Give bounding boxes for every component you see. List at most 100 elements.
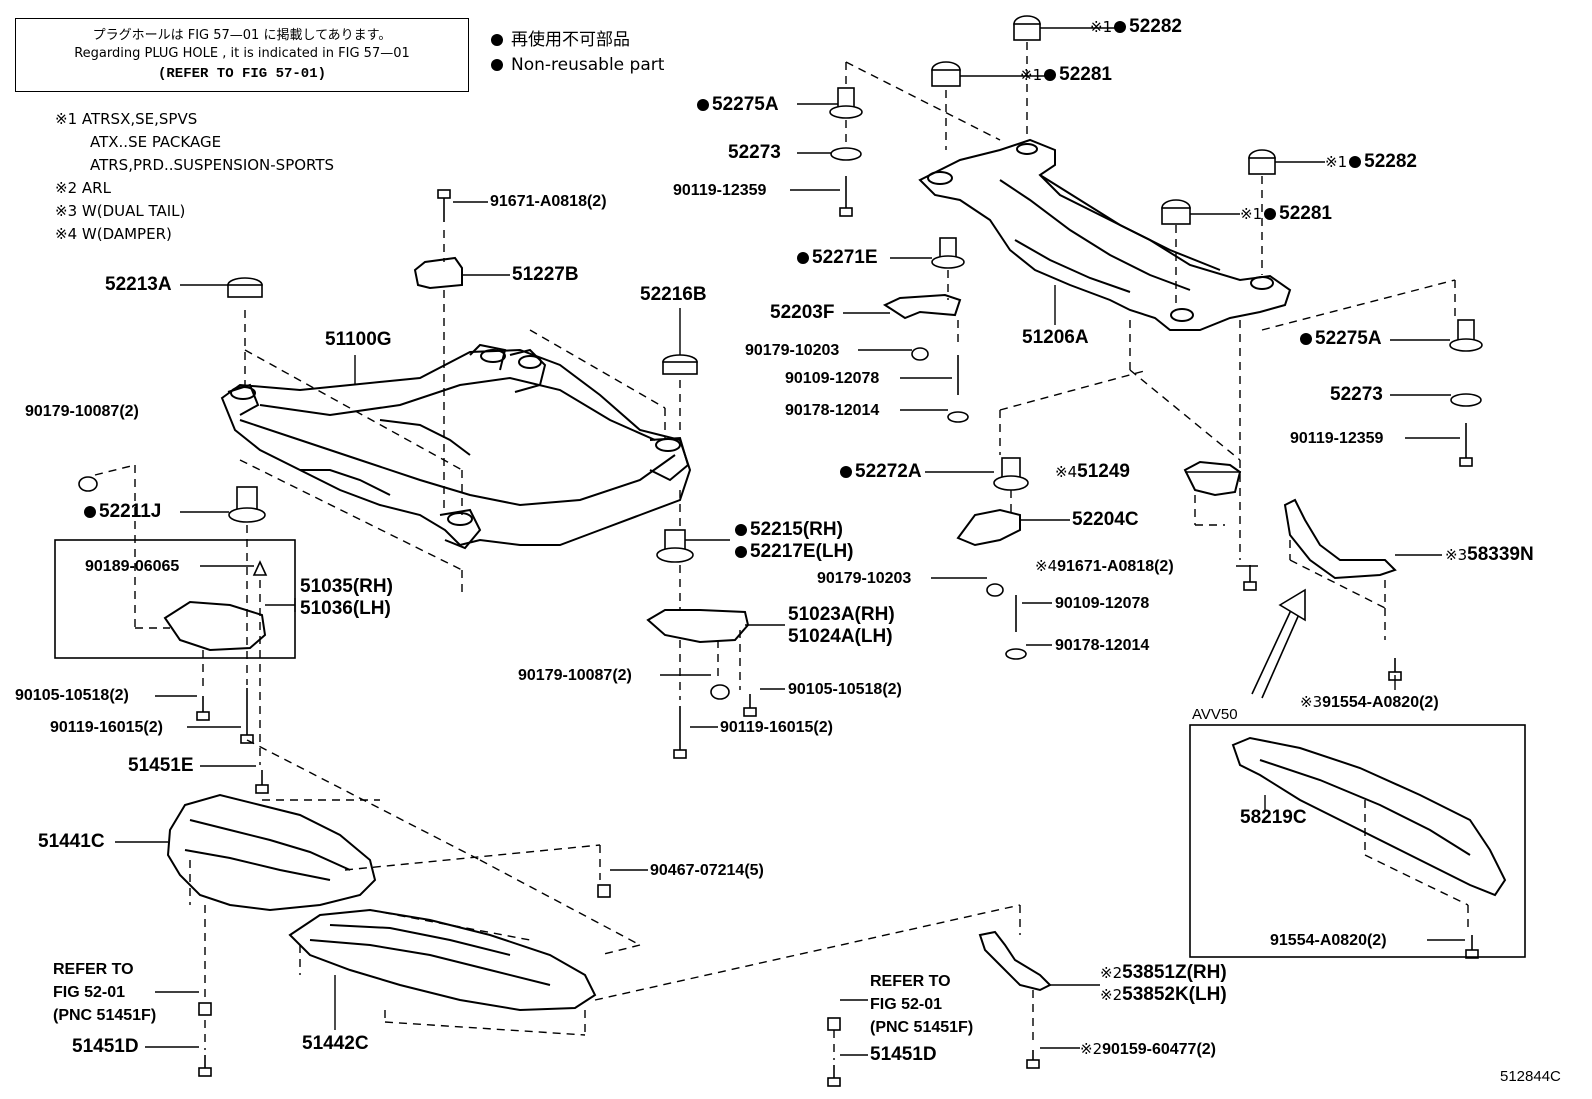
part-number: 90119-12359 xyxy=(673,182,767,199)
note-mark: ※2 xyxy=(1100,986,1123,1004)
non-reusable-dot-icon xyxy=(840,466,852,478)
part-label: ※1 52282 xyxy=(1090,17,1182,37)
part-number: 90109-12078 xyxy=(1055,595,1150,612)
part-number: 91554-A0820(2) xyxy=(1270,932,1387,949)
figure-code: 512844C xyxy=(1500,1068,1561,1085)
rear-crossmember xyxy=(918,138,1292,331)
part-number: 53851Z(RH) xyxy=(1122,962,1227,983)
part-number: 52281 xyxy=(1279,203,1332,224)
part-number: 91671-A0818(2) xyxy=(1057,558,1174,575)
plug-hole-note-jp: プラグホールは FIG 57—01 に掲載してあります。 xyxy=(92,28,392,43)
part-number: 51442C xyxy=(302,1033,369,1054)
part-label: (PNC 51451F) xyxy=(870,1018,973,1038)
part-label: REFER TO xyxy=(870,972,951,992)
part-number: 52213A xyxy=(105,274,172,295)
part-number: 52272A xyxy=(855,461,922,482)
note-3: ※3 W(DUAL TAIL) xyxy=(55,202,186,220)
part-label: 52204C xyxy=(1072,510,1139,530)
note-mark: ※1 xyxy=(1020,66,1043,84)
part-label: 52271E xyxy=(795,248,878,268)
plug-hole-note-box: プラグホールは FIG 57—01 に掲載してあります。 Regarding P… xyxy=(15,18,469,92)
non-reusable-dot-icon xyxy=(797,252,809,264)
part-label: FIG 52-01 xyxy=(870,995,942,1015)
part-label: 51206A xyxy=(1022,328,1089,348)
part-number: 91671-A0818(2) xyxy=(490,193,607,210)
part-label: 52213A xyxy=(105,275,172,295)
part-number: 51249 xyxy=(1077,461,1130,482)
part-number: 90119-12359 xyxy=(1290,430,1384,447)
brace-53851z xyxy=(978,930,1052,992)
part-number: 90179-10203 xyxy=(745,342,840,359)
part-label: 90179-10087(2) xyxy=(25,402,139,422)
part-label: 52272A xyxy=(838,462,922,482)
part-label: 90179-10203 xyxy=(745,341,839,361)
part-number: 90179-10087(2) xyxy=(518,667,632,684)
pointer-arrow xyxy=(1251,588,1306,699)
part-label: 90178-12014 xyxy=(1055,636,1149,656)
part-number: 90105-10518(2) xyxy=(15,687,129,704)
part-label: FIG 52-01 xyxy=(53,983,125,1003)
legend-en: Non-reusable part xyxy=(511,55,665,75)
part-label: 52215(RH) xyxy=(733,520,843,540)
part-number: 52211J xyxy=(99,501,162,522)
part-label: ※1 52281 xyxy=(1020,65,1112,85)
part-label: ※253852K(LH) xyxy=(1100,985,1227,1005)
part-number: 90178-12014 xyxy=(785,402,880,419)
part-label: 52217E(LH) xyxy=(733,542,854,562)
avv50-brace xyxy=(1231,736,1507,897)
part-number: 51100G xyxy=(325,329,392,350)
non-reusable-dot-icon xyxy=(1044,69,1057,81)
note-4: ※4 W(DAMPER) xyxy=(55,225,172,243)
part-number: FIG 52-01 xyxy=(53,984,126,1001)
note-1b: ATX..SE PACKAGE xyxy=(90,133,222,151)
legend-jp: 再使用不可部品 xyxy=(511,30,630,50)
part-label: 91554-A0820(2) xyxy=(1270,931,1387,951)
part-number: REFER TO xyxy=(870,973,951,990)
non-reusable-dot-icon xyxy=(1349,156,1362,168)
note-mark: ※3 xyxy=(1445,546,1468,564)
note-mark: ※4 xyxy=(1035,557,1058,575)
part-number: 51206A xyxy=(1022,327,1089,348)
part-number: 51035(RH) xyxy=(300,576,393,597)
non-reusable-dot-icon xyxy=(1114,21,1127,33)
part-number: 90467-07214(5) xyxy=(650,862,764,879)
part-number: 51451D xyxy=(72,1036,139,1057)
part-number: 90119-16015(2) xyxy=(720,719,833,736)
note-mark: ※2 xyxy=(1080,1040,1103,1058)
part-number: 52203F xyxy=(770,302,835,323)
rear-mount-bracket xyxy=(956,508,1021,547)
front-crossmember xyxy=(220,343,692,550)
leader-lines xyxy=(115,27,1465,1056)
note-mark: ※3 xyxy=(1300,693,1323,711)
part-number: 52282 xyxy=(1129,16,1182,37)
non-reusable-dot-icon xyxy=(84,506,96,518)
note-mark: ※1 xyxy=(1090,18,1113,36)
mount-bracket-front xyxy=(163,600,267,652)
part-label: 51036(LH) xyxy=(300,599,391,619)
part-label: 90119-12359 xyxy=(1290,429,1383,449)
part-label: ※290159-60477(2) xyxy=(1080,1039,1216,1060)
part-number: 51441C xyxy=(38,831,105,852)
part-label: 51441C xyxy=(38,832,105,852)
bushings xyxy=(78,15,1483,700)
note-mark: ※1 xyxy=(1240,205,1263,223)
part-number: REFER TO xyxy=(53,961,134,978)
part-number: 51024A(LH) xyxy=(788,626,893,647)
part-number: 52204C xyxy=(1072,509,1139,530)
part-label: 51023A(RH) xyxy=(788,605,895,625)
part-number: 51227B xyxy=(512,264,579,285)
part-number: 52273 xyxy=(728,142,781,163)
mount-inset-frame xyxy=(54,539,296,659)
part-number: 91554-A0820(2) xyxy=(1322,694,1439,711)
part-number: 52281 xyxy=(1059,64,1112,85)
avv50-label: AVV50 xyxy=(1192,706,1238,723)
part-label: ※253851Z(RH) xyxy=(1100,963,1227,983)
part-number: 52273 xyxy=(1330,384,1383,405)
part-number: 90109-12078 xyxy=(785,370,880,387)
part-number: 90189-06065 xyxy=(85,558,180,575)
part-label: 51100G xyxy=(325,330,392,350)
part-number: (PNC 51451F) xyxy=(53,1007,157,1024)
non-reusable-dot-icon xyxy=(735,524,747,536)
